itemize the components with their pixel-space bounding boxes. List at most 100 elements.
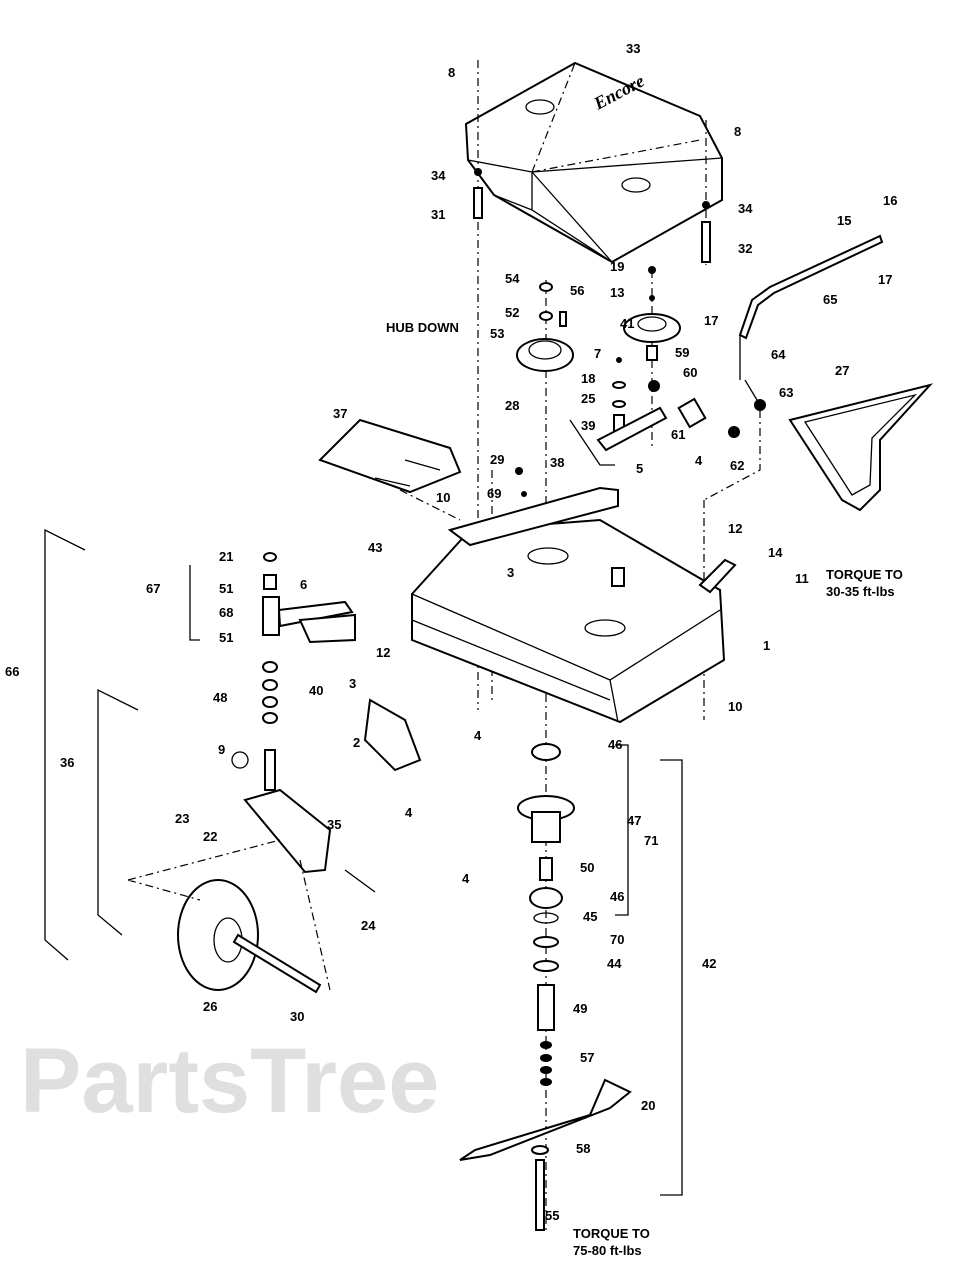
callout-label: 35 (327, 817, 341, 832)
callout-label: 66 (5, 664, 19, 679)
callout-label: 69 (487, 486, 501, 501)
callout-label: 8 (448, 65, 455, 80)
callout-label: 29 (490, 452, 504, 467)
callout-label: 4 (474, 728, 482, 743)
callout-label: 50 (580, 860, 594, 875)
callout-label: TORQUE TO (826, 567, 903, 582)
callout-label: 10 (728, 699, 742, 714)
blade-spindle (459, 743, 632, 1231)
callout-label: 20 (641, 1098, 655, 1113)
callout-label: 51 (219, 581, 233, 596)
callout-label: 18 (581, 371, 595, 386)
drive-belt (788, 383, 933, 512)
callout-label: 28 (505, 398, 519, 413)
watermark: PartsTree (20, 1030, 439, 1132)
callout-label: 1 (763, 638, 770, 653)
callout-label: 26 (203, 999, 217, 1014)
caster-assembly (127, 552, 422, 994)
callout-label: 45 (583, 909, 597, 924)
callout-label: 70 (610, 932, 624, 947)
callout-label: 4 (462, 871, 470, 886)
callout-label: 52 (505, 305, 519, 320)
bracket-66 (44, 528, 86, 961)
callout-label: TORQUE TO (573, 1226, 650, 1241)
callout-label: 22 (203, 829, 217, 844)
callout-label: 31 (431, 207, 445, 222)
callout-label: 75-80 ft-lbs (573, 1243, 642, 1258)
callout-label: 42 (702, 956, 716, 971)
callout-label: 48 (213, 690, 227, 705)
callout-label: 68 (219, 605, 233, 620)
callout-label: 7 (594, 346, 601, 361)
callout-label: HUB DOWN (386, 320, 459, 335)
idler-pulley (516, 313, 681, 392)
control-rod (738, 234, 884, 340)
callout-label: 46 (610, 889, 624, 904)
bracket-67 (189, 565, 200, 641)
callout-label: 58 (576, 1141, 590, 1156)
callout-label: 44 (607, 956, 622, 971)
callout-label: 55 (545, 1208, 559, 1223)
callout-label: 21 (219, 549, 233, 564)
callout-label: 49 (573, 1001, 587, 1016)
callout-label: 51 (219, 630, 233, 645)
callout-label: 33 (626, 41, 640, 56)
callout-label: 59 (675, 345, 689, 360)
callout-label: 47 (627, 813, 641, 828)
callout-label: 17 (704, 313, 718, 328)
callout-label: 19 (610, 259, 624, 274)
callout-label: 37 (333, 406, 347, 421)
callout-label: 65 (823, 292, 837, 307)
deck-cover: Encore (464, 61, 723, 264)
callout-label: 15 (837, 213, 851, 228)
callout-label: 30-35 ft-lbs (826, 584, 895, 599)
callout-label: 34 (738, 201, 753, 216)
bracket-36 (97, 688, 139, 936)
callout-label: 16 (883, 193, 897, 208)
callout-label: 24 (361, 918, 376, 933)
callout-label: 46 (608, 737, 622, 752)
callout-label: 36 (60, 755, 74, 770)
callout-label: 17 (878, 272, 892, 287)
callout-label: 34 (431, 168, 446, 183)
callout-label: 23 (175, 811, 189, 826)
callout-label: 12 (728, 521, 742, 536)
callout-label: 30 (290, 1009, 304, 1024)
discharge-chute (318, 418, 462, 494)
callout-label: 39 (581, 418, 595, 433)
callout-label: 11 (795, 571, 809, 586)
callout-label: 8 (734, 124, 741, 139)
callout-label: 6 (300, 577, 307, 592)
idler-arm (596, 406, 668, 452)
callout-label: 32 (738, 241, 752, 256)
idler-bracket-38 (569, 419, 615, 466)
callout-label: 67 (146, 581, 160, 596)
bracket-71 (615, 744, 629, 916)
callout-label: 2 (353, 735, 360, 750)
callout-label: 61 (671, 427, 685, 442)
callout-label: 13 (610, 285, 624, 300)
callout-label: 53 (490, 326, 504, 341)
bracket-42 (660, 759, 683, 1196)
callout-label: 9 (218, 742, 225, 757)
callout-label: 57 (580, 1050, 594, 1065)
callout-label: 5 (636, 461, 643, 476)
callout-label: 25 (581, 391, 595, 406)
callout-label: 4 (405, 805, 413, 820)
callout-label: 54 (505, 271, 520, 286)
callout-label: 62 (730, 458, 744, 473)
callout-label: 3 (507, 565, 514, 580)
callout-label: 63 (779, 385, 793, 400)
callout-label: 10 (436, 490, 450, 505)
callout-label: 56 (570, 283, 584, 298)
callout-label: 43 (368, 540, 382, 555)
callout-label: 71 (644, 833, 658, 848)
callout-label: 14 (768, 545, 783, 560)
callout-label: 60 (683, 365, 697, 380)
callout-label: 40 (309, 683, 323, 698)
mower-deck (411, 486, 737, 724)
callout-label: 3 (349, 676, 356, 691)
callout-label: 12 (376, 645, 390, 660)
